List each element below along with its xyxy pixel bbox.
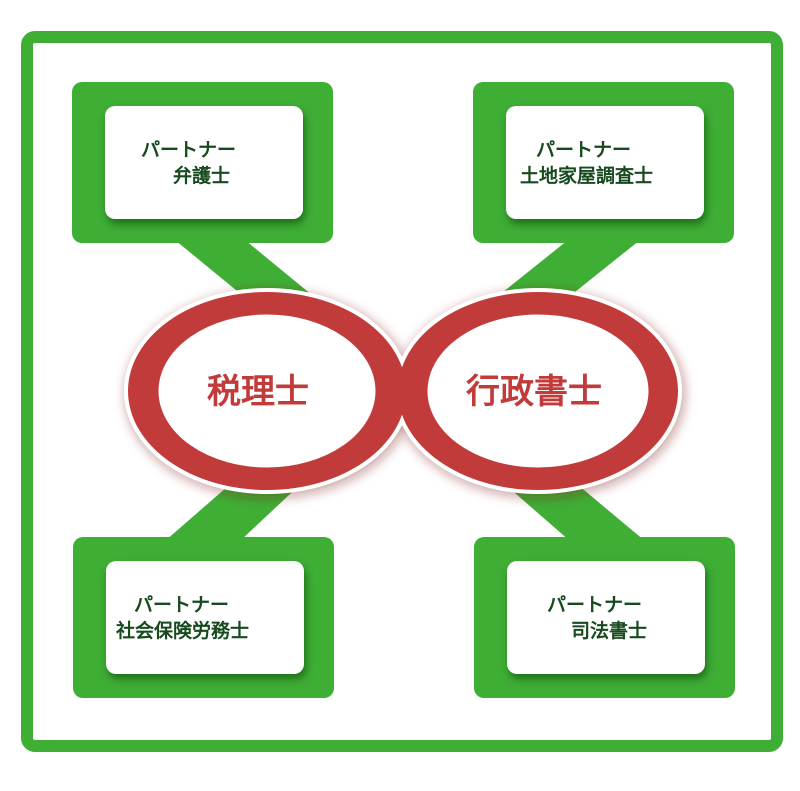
center-label-zeirishi: 税理士 xyxy=(207,372,309,412)
partner-box-shihoushoshi: パートナー 司法書士 xyxy=(474,537,735,698)
partner-card: パートナー 社会保険労務士 xyxy=(106,561,304,674)
partner-box-bengoshi: パートナー 弁護士 xyxy=(72,82,333,243)
partner-label: パートナー xyxy=(547,593,643,616)
partner-card: パートナー 弁護士 xyxy=(105,106,303,219)
partner-label: パートナー xyxy=(536,138,632,161)
partner-profession: 弁護士 xyxy=(173,164,231,187)
partner-card: パートナー 土地家屋調査士 xyxy=(506,106,704,219)
partner-profession: 社会保険労務士 xyxy=(116,619,250,642)
stem-top-left xyxy=(175,240,318,300)
stem-bottom-right xyxy=(500,480,645,541)
partner-label: パートナー xyxy=(134,593,230,616)
partner-box-sharoushi: パートナー 社会保険労務士 xyxy=(73,537,334,698)
partner-label: パートナー xyxy=(141,138,237,161)
stem-top-right xyxy=(493,240,640,300)
center-label-gyouseishoshi: 行政書士 xyxy=(466,372,602,412)
stem-bottom-left xyxy=(165,480,305,541)
partner-profession: 土地家屋調査士 xyxy=(520,164,654,187)
partner-profession: 司法書士 xyxy=(571,619,648,642)
partner-card: パートナー 司法書士 xyxy=(507,561,705,674)
partner-box-tochikaoku: パートナー 土地家屋調査士 xyxy=(473,82,734,243)
